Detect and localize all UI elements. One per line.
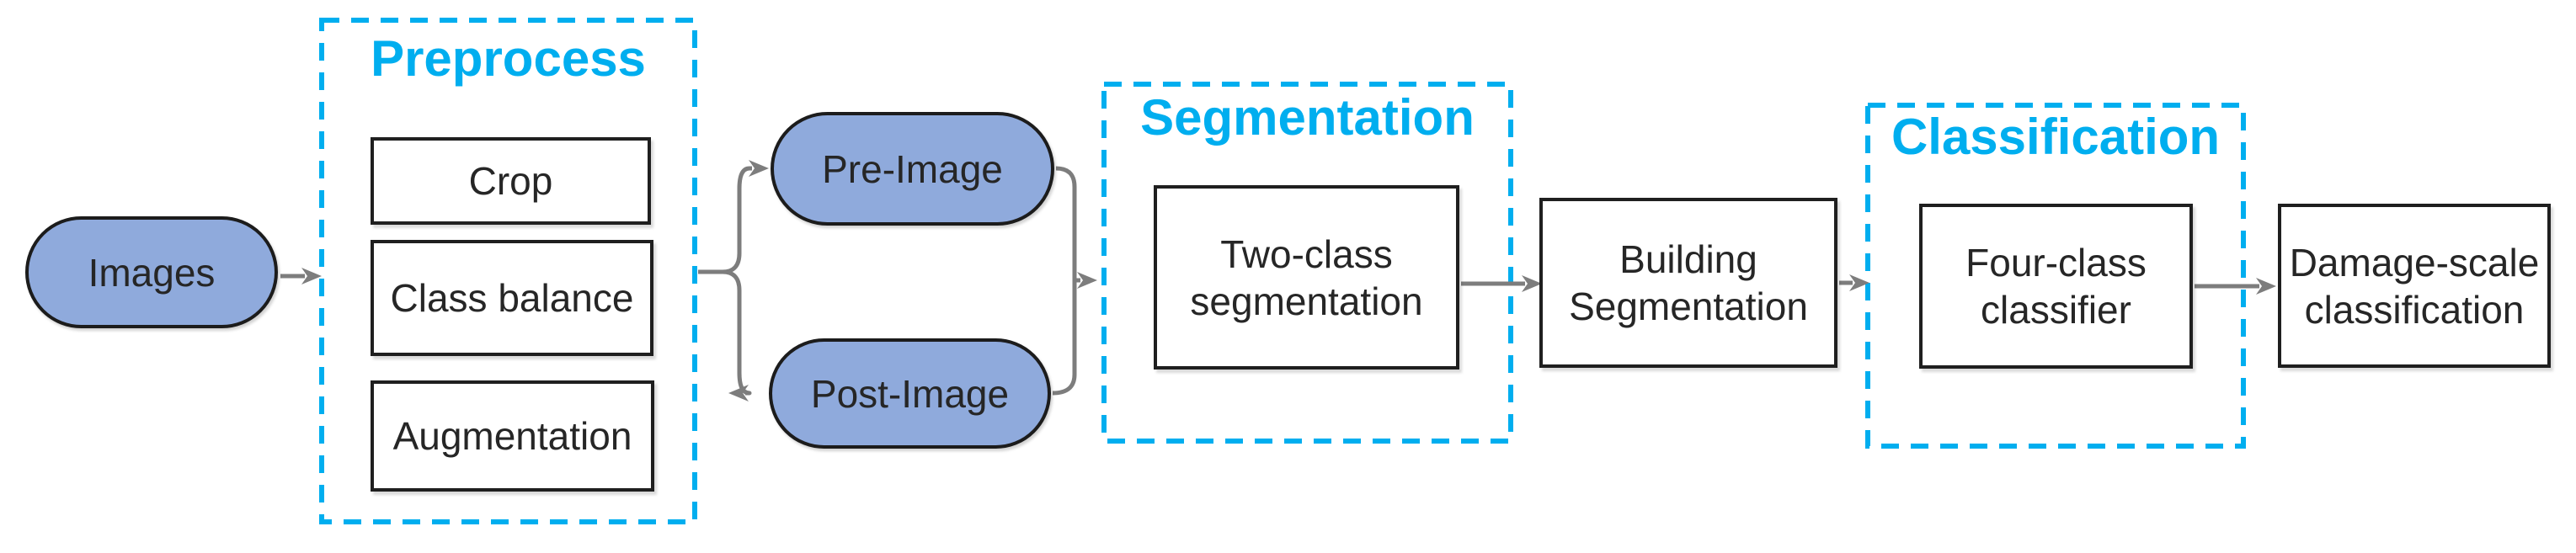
node-four-class-line2: classifier bbox=[1981, 288, 2131, 332]
node-damage-line2: classification bbox=[2304, 287, 2525, 332]
node-augmentation: Augmentation bbox=[371, 380, 654, 492]
node-post-image-label: Post-Image bbox=[810, 371, 1010, 416]
node-building-segmentation: Building Segmentation bbox=[1539, 198, 1837, 368]
node-building-line1: Building bbox=[1619, 237, 1757, 281]
node-crop: Crop bbox=[371, 137, 651, 225]
node-class-balance: Class balance bbox=[371, 240, 653, 356]
connector-merge-from-pre-image bbox=[1055, 166, 1077, 280]
node-two-class-line1: Two-class bbox=[1220, 231, 1393, 276]
node-damage-scale-classification: Damage-scale classification bbox=[2278, 204, 2551, 368]
node-four-class-line1: Four-class bbox=[1965, 241, 2147, 284]
node-damage-line1: Damage-scale bbox=[2289, 240, 2540, 284]
node-images: Images bbox=[25, 216, 278, 328]
segmentation-group-title: Segmentation bbox=[1140, 89, 1475, 146]
node-four-class-classifier: Four-class classifier bbox=[1919, 204, 2193, 369]
preprocess-group-title: Preprocess bbox=[371, 30, 646, 87]
node-pre-image: Pre-Image bbox=[771, 112, 1054, 226]
node-building-line2: Segmentation bbox=[1569, 284, 1808, 328]
classification-group-title: Classification bbox=[1891, 109, 2221, 165]
node-pre-image-label: Pre-Image bbox=[822, 146, 1003, 191]
classification-group-outline bbox=[1865, 103, 2246, 449]
preprocess-group-outline bbox=[319, 18, 697, 524]
node-augmentation-label: Augmentation bbox=[392, 414, 632, 458]
connector-merge-from-post-image bbox=[1052, 280, 1077, 396]
node-two-class-line2: segmentation bbox=[1190, 279, 1423, 323]
node-crop-label: Crop bbox=[468, 159, 553, 203]
node-two-class-segmentation: Two-class segmentation bbox=[1154, 185, 1459, 370]
node-post-image: Post-Image bbox=[769, 338, 1051, 449]
arrow-split-to-pre-image bbox=[722, 160, 769, 274]
node-images-label: Images bbox=[88, 250, 216, 295]
arrow-split-to-post-image bbox=[722, 269, 752, 401]
node-class-balance-label: Class balance bbox=[390, 276, 634, 320]
